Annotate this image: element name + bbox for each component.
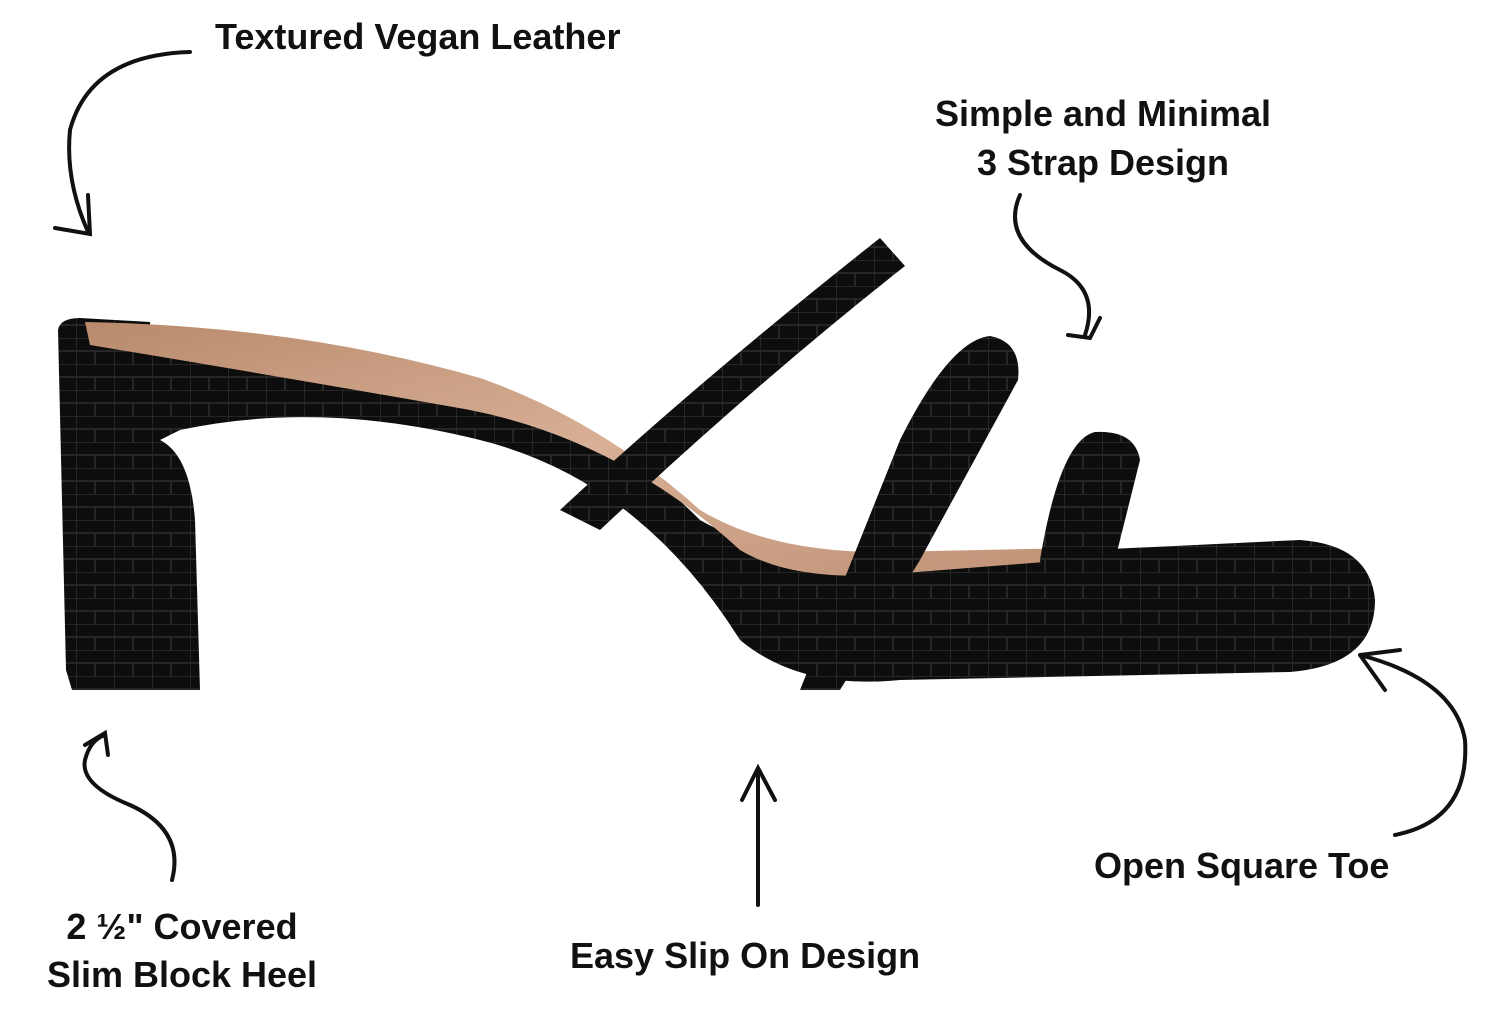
- arrow-slip-on-icon: [740, 763, 777, 907]
- insole: [85, 322, 1080, 576]
- arrow-toe-icon: [1358, 648, 1468, 837]
- label-material: Textured Vegan Leather: [215, 16, 621, 57]
- label-toe: Open Square Toe: [1094, 845, 1390, 886]
- arrow-straps-icon: [1013, 193, 1102, 341]
- strap-2: [800, 336, 1019, 690]
- arrow-material-icon: [53, 50, 192, 237]
- heel-block: [58, 318, 200, 690]
- arrow-heel-icon: [82, 729, 177, 882]
- label-straps-line1: Simple and Minimal: [934, 93, 1272, 134]
- arrows: [53, 50, 1468, 907]
- strap-3: [1040, 431, 1140, 650]
- label-slip-on: Easy Slip On Design: [570, 935, 921, 976]
- label-heel-line2: Slim Block Heel: [46, 954, 318, 995]
- label-heel-line1: 2 ½" Covered: [66, 906, 298, 947]
- label-straps-line2: 3 Strap Design: [976, 142, 1230, 183]
- strap-1: [560, 238, 905, 530]
